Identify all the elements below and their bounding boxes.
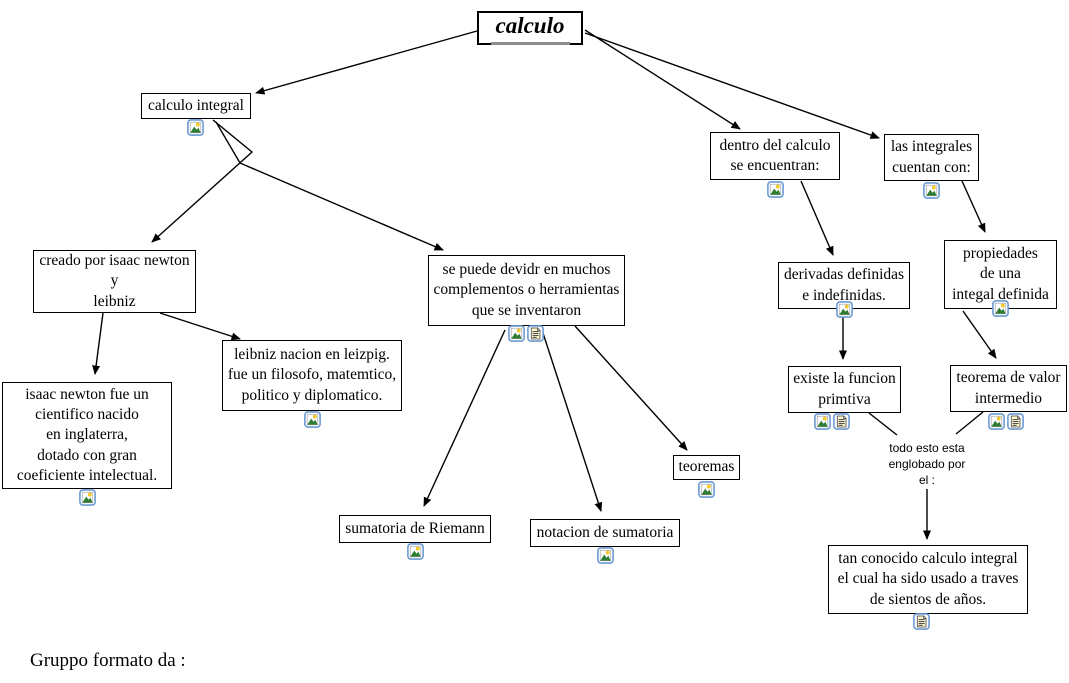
node-derivadas[interactable]: derivadas definidas e indefinidas. — [778, 262, 910, 309]
node-notacion-sumatoria[interactable]: notacion de sumatoria — [530, 519, 680, 547]
node-se-puede-dividir[interactable]: se puede devidr en muchos complementos o… — [428, 255, 625, 326]
node-label: derivadas definidas e indefinidas. — [783, 266, 905, 304]
node-calculo-integral[interactable]: calculo integral — [141, 93, 251, 119]
resources-isaac — [79, 489, 96, 506]
node-las-integrales[interactable]: las integrales cuentan con: — [884, 134, 979, 181]
image-resource-icon[interactable] — [304, 411, 321, 428]
arrow-creado-to-leibniz — [159, 312, 241, 341]
image-resource-icon[interactable] — [508, 325, 525, 342]
node-label: teoremas — [678, 458, 735, 476]
node-label: sumatoria de Riemann — [345, 519, 485, 537]
text-resource-icon[interactable] — [833, 413, 850, 430]
arrow-calculo-integral-to-creado — [151, 119, 254, 243]
resources-dentro — [767, 181, 784, 198]
text-resource-icon[interactable] — [527, 325, 544, 342]
image-resource-icon[interactable] — [923, 182, 940, 199]
arrow-se-puede-to-sumatoria — [423, 329, 506, 507]
node-label: creado por isaac newton y leibniz — [39, 252, 190, 310]
arrow-propiedades-to-teorema-valor — [962, 310, 997, 359]
image-resource-icon[interactable] — [814, 413, 831, 430]
node-label: tan conocido calculo integral el cual ha… — [837, 550, 1019, 608]
resources-se-puede — [508, 325, 544, 342]
arrow-se-puede-to-notacion — [541, 329, 603, 512]
resources-teorema-valor — [988, 413, 1024, 430]
image-resource-icon[interactable] — [988, 413, 1005, 430]
resources-sumatoria — [407, 543, 424, 560]
node-label: notacion de sumatoria — [536, 523, 674, 541]
image-resource-icon[interactable] — [992, 300, 1009, 317]
arrow-calculo-to-dentro — [584, 29, 741, 130]
node-dentro-del-calculo[interactable]: dentro del calculo se encuentran: — [710, 132, 840, 180]
image-resource-icon[interactable] — [597, 547, 614, 564]
node-isaac-newton[interactable]: isaac newton fue un cientifico nacido en… — [2, 382, 172, 489]
image-resource-icon[interactable] — [407, 543, 424, 560]
node-label: las integrales cuentan con: — [890, 138, 973, 176]
arrow-se-puede-to-teoremas — [574, 325, 688, 451]
resources-existe — [814, 413, 850, 430]
resources-calculo-integral — [187, 119, 204, 136]
node-tan-conocido[interactable]: tan conocido calculo integral el cual ha… — [828, 545, 1028, 614]
text-resource-icon[interactable] — [913, 613, 930, 630]
node-sumatoria-riemann[interactable]: sumatoria de Riemann — [339, 515, 491, 543]
node-label: propiedades de una integal definida — [952, 245, 1049, 303]
node-teorema-valor-intermedio[interactable]: teorema de valor intermedio — [950, 365, 1067, 412]
arrow-creado-to-isaac — [92, 312, 104, 375]
resources-propiedades — [992, 300, 1009, 317]
node-label: leibniz nacion en leizpig. fue un filoso… — [227, 346, 397, 404]
arrow-calculo-to-integrales — [584, 32, 880, 139]
resources-tan-conocido — [913, 613, 930, 630]
image-resource-icon[interactable] — [836, 301, 853, 318]
footer-gruppo: Gruppo formato da : — [30, 650, 186, 671]
image-resource-icon[interactable] — [79, 489, 96, 506]
image-resource-icon[interactable] — [698, 481, 715, 498]
linking-phrase-englobado[interactable]: todo esto esta englobado por el : — [888, 441, 966, 488]
node-label: se puede devidr en muchos complementos o… — [433, 261, 620, 319]
node-creado-por[interactable]: creado por isaac newton y leibniz — [33, 250, 196, 313]
line-teorema-valor-to-englobado — [955, 411, 984, 435]
image-resource-icon[interactable] — [767, 181, 784, 198]
text-resource-icon[interactable] — [1007, 413, 1024, 430]
node-label: dentro del calculo se encuentran: — [719, 136, 831, 174]
arrow-integrales-to-propiedades — [961, 180, 986, 233]
arrow-calculo-integral-to-se-puede — [215, 121, 444, 251]
resources-integrales — [923, 182, 940, 199]
node-leibniz[interactable]: leibniz nacion en leizpig. fue un filoso… — [222, 340, 402, 411]
node-existe-funcion-primitiva[interactable]: existe la funcion primtiva — [788, 366, 901, 413]
line-existe-to-englobado — [868, 412, 898, 436]
node-propiedades[interactable]: propiedades de una integal definida — [944, 240, 1057, 309]
arrow-calculo-to-calculo-integral — [255, 30, 478, 95]
node-label: teorema de valor intermedio — [956, 369, 1061, 407]
node-label: calculo — [490, 11, 570, 45]
resources-leibniz — [304, 411, 321, 428]
node-calculo-title[interactable]: calculo — [477, 11, 583, 45]
node-label: calculo integral — [148, 96, 244, 114]
node-label: existe la funcion primtiva — [793, 370, 896, 408]
resources-teoremas — [698, 481, 715, 498]
image-resource-icon[interactable] — [187, 119, 204, 136]
node-teoremas[interactable]: teoremas — [673, 455, 740, 480]
arrow-dentro-to-derivadas — [800, 180, 834, 256]
node-label: isaac newton fue un cientifico nacido en… — [16, 386, 158, 484]
resources-notacion — [597, 547, 614, 564]
resources-derivadas — [836, 301, 853, 318]
